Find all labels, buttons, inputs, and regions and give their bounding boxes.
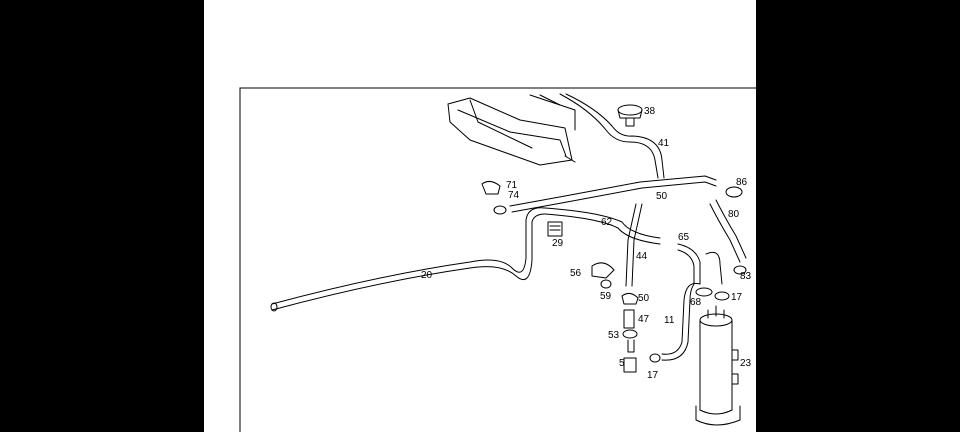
clamps-68-17-83 — [649, 265, 747, 363]
callout-23: 23 — [740, 358, 752, 369]
callout-50-upper: 50 — [656, 191, 668, 202]
hose-65 — [677, 243, 723, 285]
hose-11 — [661, 282, 701, 361]
diagram-frame — [239, 87, 761, 432]
callout-20: 20 — [421, 270, 433, 281]
bracket-29 — [547, 221, 563, 237]
callout-59: 59 — [600, 291, 612, 302]
callout-44: 44 — [636, 251, 648, 262]
hose-80 — [709, 199, 747, 263]
grommet-59 — [600, 279, 612, 289]
filler-cap-38 — [617, 104, 643, 127]
charcoal-canister-23 — [695, 305, 741, 426]
callout-83: 83 — [740, 271, 752, 282]
callout-62: 62 — [601, 217, 613, 228]
fuel-tank — [447, 94, 576, 166]
hose-44 — [625, 203, 643, 287]
vent-hose-41 — [559, 93, 665, 179]
callout-65: 65 — [678, 232, 690, 243]
callout-68: 68 — [690, 297, 702, 308]
callout-11: 11 — [664, 315, 675, 326]
callout-86: 86 — [736, 177, 748, 188]
callout-50-lower: 50 — [638, 293, 650, 304]
callout-53: 53 — [608, 330, 620, 341]
callout-80: 80 — [728, 209, 740, 220]
callout-5: 5 — [619, 358, 625, 369]
callout-38: 38 — [644, 106, 656, 117]
callout-56: 56 — [570, 268, 582, 279]
callout-71: 71 — [506, 180, 518, 191]
callout-29: 29 — [552, 238, 564, 249]
callout-74: 74 — [508, 190, 520, 201]
callout-17-lower: 17 — [647, 370, 659, 381]
fuel-line-62 — [509, 175, 717, 245]
valve-assembly-47 — [621, 292, 639, 373]
clamp-56 — [591, 262, 615, 279]
clip-71-74 — [481, 180, 507, 215]
callout-17-upper: 17 — [731, 292, 743, 303]
fuel-line-20 — [270, 207, 546, 312]
grommet-86 — [725, 186, 743, 198]
callouts: 38 41 71 74 50 86 80 62 29 65 44 20 56 8… — [421, 106, 752, 381]
callout-47: 47 — [638, 314, 650, 325]
callout-41: 41 — [658, 138, 670, 149]
